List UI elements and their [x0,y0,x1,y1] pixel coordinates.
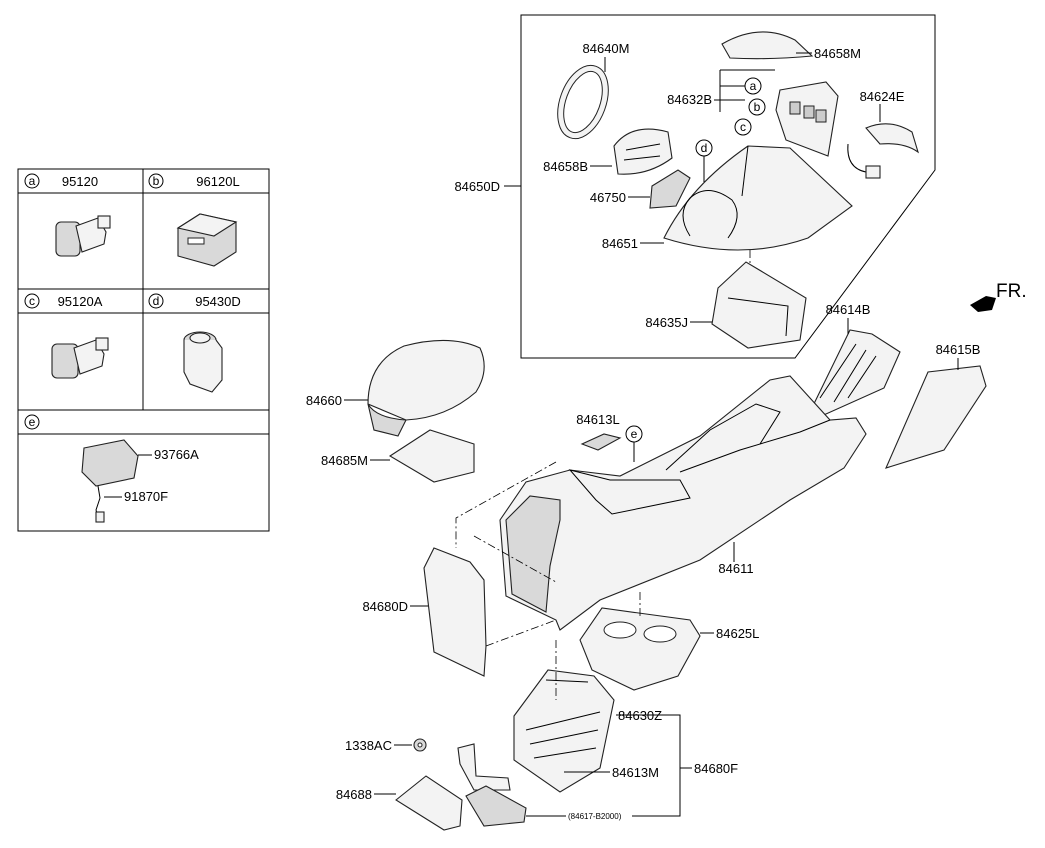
legend-cell-a: a 95120 [24,173,111,257]
nut-1338AC [413,738,427,752]
socket-95430D-illustration [183,331,223,393]
part-number-84630Z: 84630Z [618,708,662,723]
part-number-84614B: 84614B [826,302,871,317]
callout-b: b [754,100,761,114]
part-number-84680D: 84680D [362,599,408,614]
bracket-84688 [395,775,463,831]
part-number-84613M: 84613M [612,765,659,780]
switch-95120A-illustration [51,337,109,379]
callout-c: c [740,120,746,134]
switch-95120-illustration [55,215,111,257]
part-number-84658M: 84658M [814,46,861,61]
plate-84617 [465,785,527,827]
mat-84685M [388,429,475,483]
rear-cover-84680D [423,547,487,677]
front-direction-indicator: FR. [970,281,1027,312]
legend-part-number: 95120 [62,174,98,189]
plate-46750 [649,169,691,209]
front-arrow-icon [970,296,996,312]
part-number-84660: 84660 [306,393,342,408]
part-number-91870F: 91870F [124,489,168,504]
bezel-ring-84640M [557,64,609,140]
legend-cell-d: d 95430D [148,293,241,393]
cover-84658M [721,31,814,60]
part-number-84615B: 84615B [936,342,981,357]
switch-assembly-e-illustration [81,439,139,523]
part-number-84680F: 84680F [694,761,738,776]
part-number-93766A: 93766A [154,447,199,462]
legend-letter: b [153,174,160,188]
legend-letter: e [29,415,36,429]
legend-part-number: 96120L [196,174,239,189]
usb-jack-96120L-illustration [176,213,238,267]
cap-84613L [580,433,622,451]
legend-letter: d [153,294,160,308]
legend-cell-b: b 96120L [148,173,240,267]
part-number-84625L: 84625L [716,626,759,641]
part-number-84685M: 84685M [321,453,368,468]
legend-letter: c [29,294,35,308]
part-number-84613L: 84613L [576,412,619,427]
part-number-84650D: 84650D [454,179,500,194]
indicator-84658B [613,128,673,175]
legend-part-number: 95120A [58,294,103,309]
side-panel-84615B [885,365,987,469]
callout-e: e [631,427,638,441]
legend-part-number: 95430D [195,294,241,309]
part-number-84651: 84651 [602,236,638,251]
lower-box-84630Z [513,669,615,793]
part-number-84632B: 84632B [667,92,712,107]
part-number-84635J: 84635J [645,315,688,330]
switch-panel-84632B [775,81,839,157]
part-number-46750: 46750 [590,190,626,205]
armrest-84660 [367,339,485,437]
part-number-84658B: 84658B [543,159,588,174]
callouts-abc: a b c [714,69,775,136]
part-number-84611: 84611 [718,561,753,576]
callout-a: a [750,79,757,93]
upper-cover-84651 [663,145,853,251]
assembly-guide-lines [455,461,641,700]
legend-cell-e: e 93766A 91870F [24,414,199,523]
bracket-84613M [457,743,511,791]
cup-holder-84625L [579,607,701,691]
part-number-1338AC: 1338AC [345,738,392,753]
direction-label: FR. [996,281,1027,302]
part-number-84688: 84688 [336,787,372,802]
part-number-84640M: 84640M [583,41,630,56]
harness-84624E [847,123,919,179]
callout-d: d [701,141,708,155]
upper-assembly-frame: 84650D [454,14,936,359]
legend-cell-c: c 95120A [24,293,109,379]
legend-table: a 95120 b 96120L c 95120A [17,168,270,532]
bracket-84635J [711,261,807,349]
side-panel-84614B [807,329,901,417]
legend-letter: a [29,174,36,188]
part-number-84624E: 84624E [860,89,905,104]
console-84611 [499,375,867,631]
part-number-84617: (84617-B2000) [568,812,622,821]
